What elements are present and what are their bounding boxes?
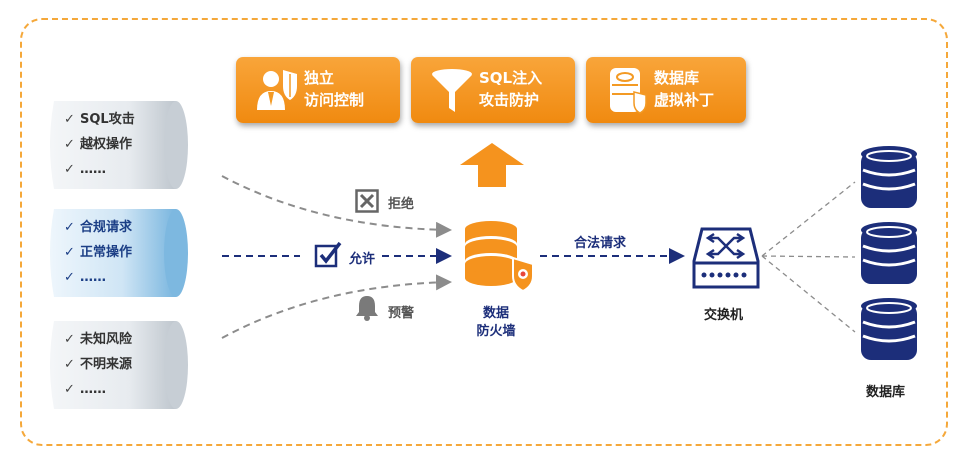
up-arrow	[460, 143, 524, 187]
feature-sql-injection: SQL注入攻击防护	[411, 57, 575, 123]
warn-flow	[221, 274, 452, 339]
database-patch-icon	[610, 68, 647, 114]
reject-icon	[355, 189, 379, 213]
list-item: ✓……	[64, 162, 106, 177]
database-icon-1	[861, 146, 917, 208]
source-attacks: ✓SQL攻击 ✓越权操作 ✓……	[50, 99, 190, 191]
list-item: ✓……	[64, 382, 106, 397]
firewall-icon	[465, 221, 534, 292]
database-label: 数据库	[866, 385, 906, 400]
reject-label: 拒绝	[388, 197, 415, 212]
feature-line2: 攻击防护	[479, 91, 540, 109]
db-link-2	[761, 255, 856, 258]
list-item: ✓不明来源	[64, 357, 133, 372]
list-item: ✓未知风险	[64, 332, 133, 347]
list-item: ✓合规请求	[64, 220, 133, 235]
list-item: ✓正常操作	[64, 245, 133, 260]
list-item: ✓越权操作	[64, 137, 133, 152]
feature-virtual-patch: 数据库虚拟补丁	[586, 57, 746, 123]
feature-access-control: 独立访问控制	[236, 57, 400, 123]
source-compliant: ✓合规请求 ✓正常操作 ✓……	[50, 207, 190, 299]
database-group	[861, 146, 917, 360]
firewall-line1: 数据	[482, 306, 509, 321]
firewall-line2: 防火墙	[476, 324, 516, 339]
feature-line2: 虚拟补丁	[654, 91, 715, 109]
switch-label: 交换机	[704, 308, 744, 323]
reject-flow	[221, 175, 452, 238]
allow-icon	[314, 241, 342, 268]
feature-line1: 独立	[304, 69, 335, 87]
diagram-frame	[20, 18, 948, 446]
feature-line1: 数据库	[654, 69, 700, 87]
legal-request-label: 合法请求	[574, 236, 627, 251]
feature-line2: 访问控制	[304, 91, 365, 109]
database-icon-3	[861, 298, 917, 360]
database-icon-2	[861, 222, 917, 284]
switch-icon	[692, 227, 760, 289]
warn-label: 预警	[388, 306, 415, 321]
source-unknown: ✓未知风险 ✓不明来源 ✓……	[50, 319, 190, 411]
feature-line1: SQL注入	[479, 69, 543, 87]
db-link-3	[761, 255, 856, 333]
allow-label: 允许	[349, 252, 376, 267]
user-shield-icon	[257, 70, 297, 110]
db-link-1	[761, 181, 856, 257]
list-item: ✓SQL攻击	[64, 112, 135, 127]
funnel-icon	[432, 69, 472, 112]
firewall-label: 数据 防火墙	[468, 305, 524, 341]
bell-icon	[356, 296, 378, 321]
list-item: ✓……	[64, 270, 106, 285]
